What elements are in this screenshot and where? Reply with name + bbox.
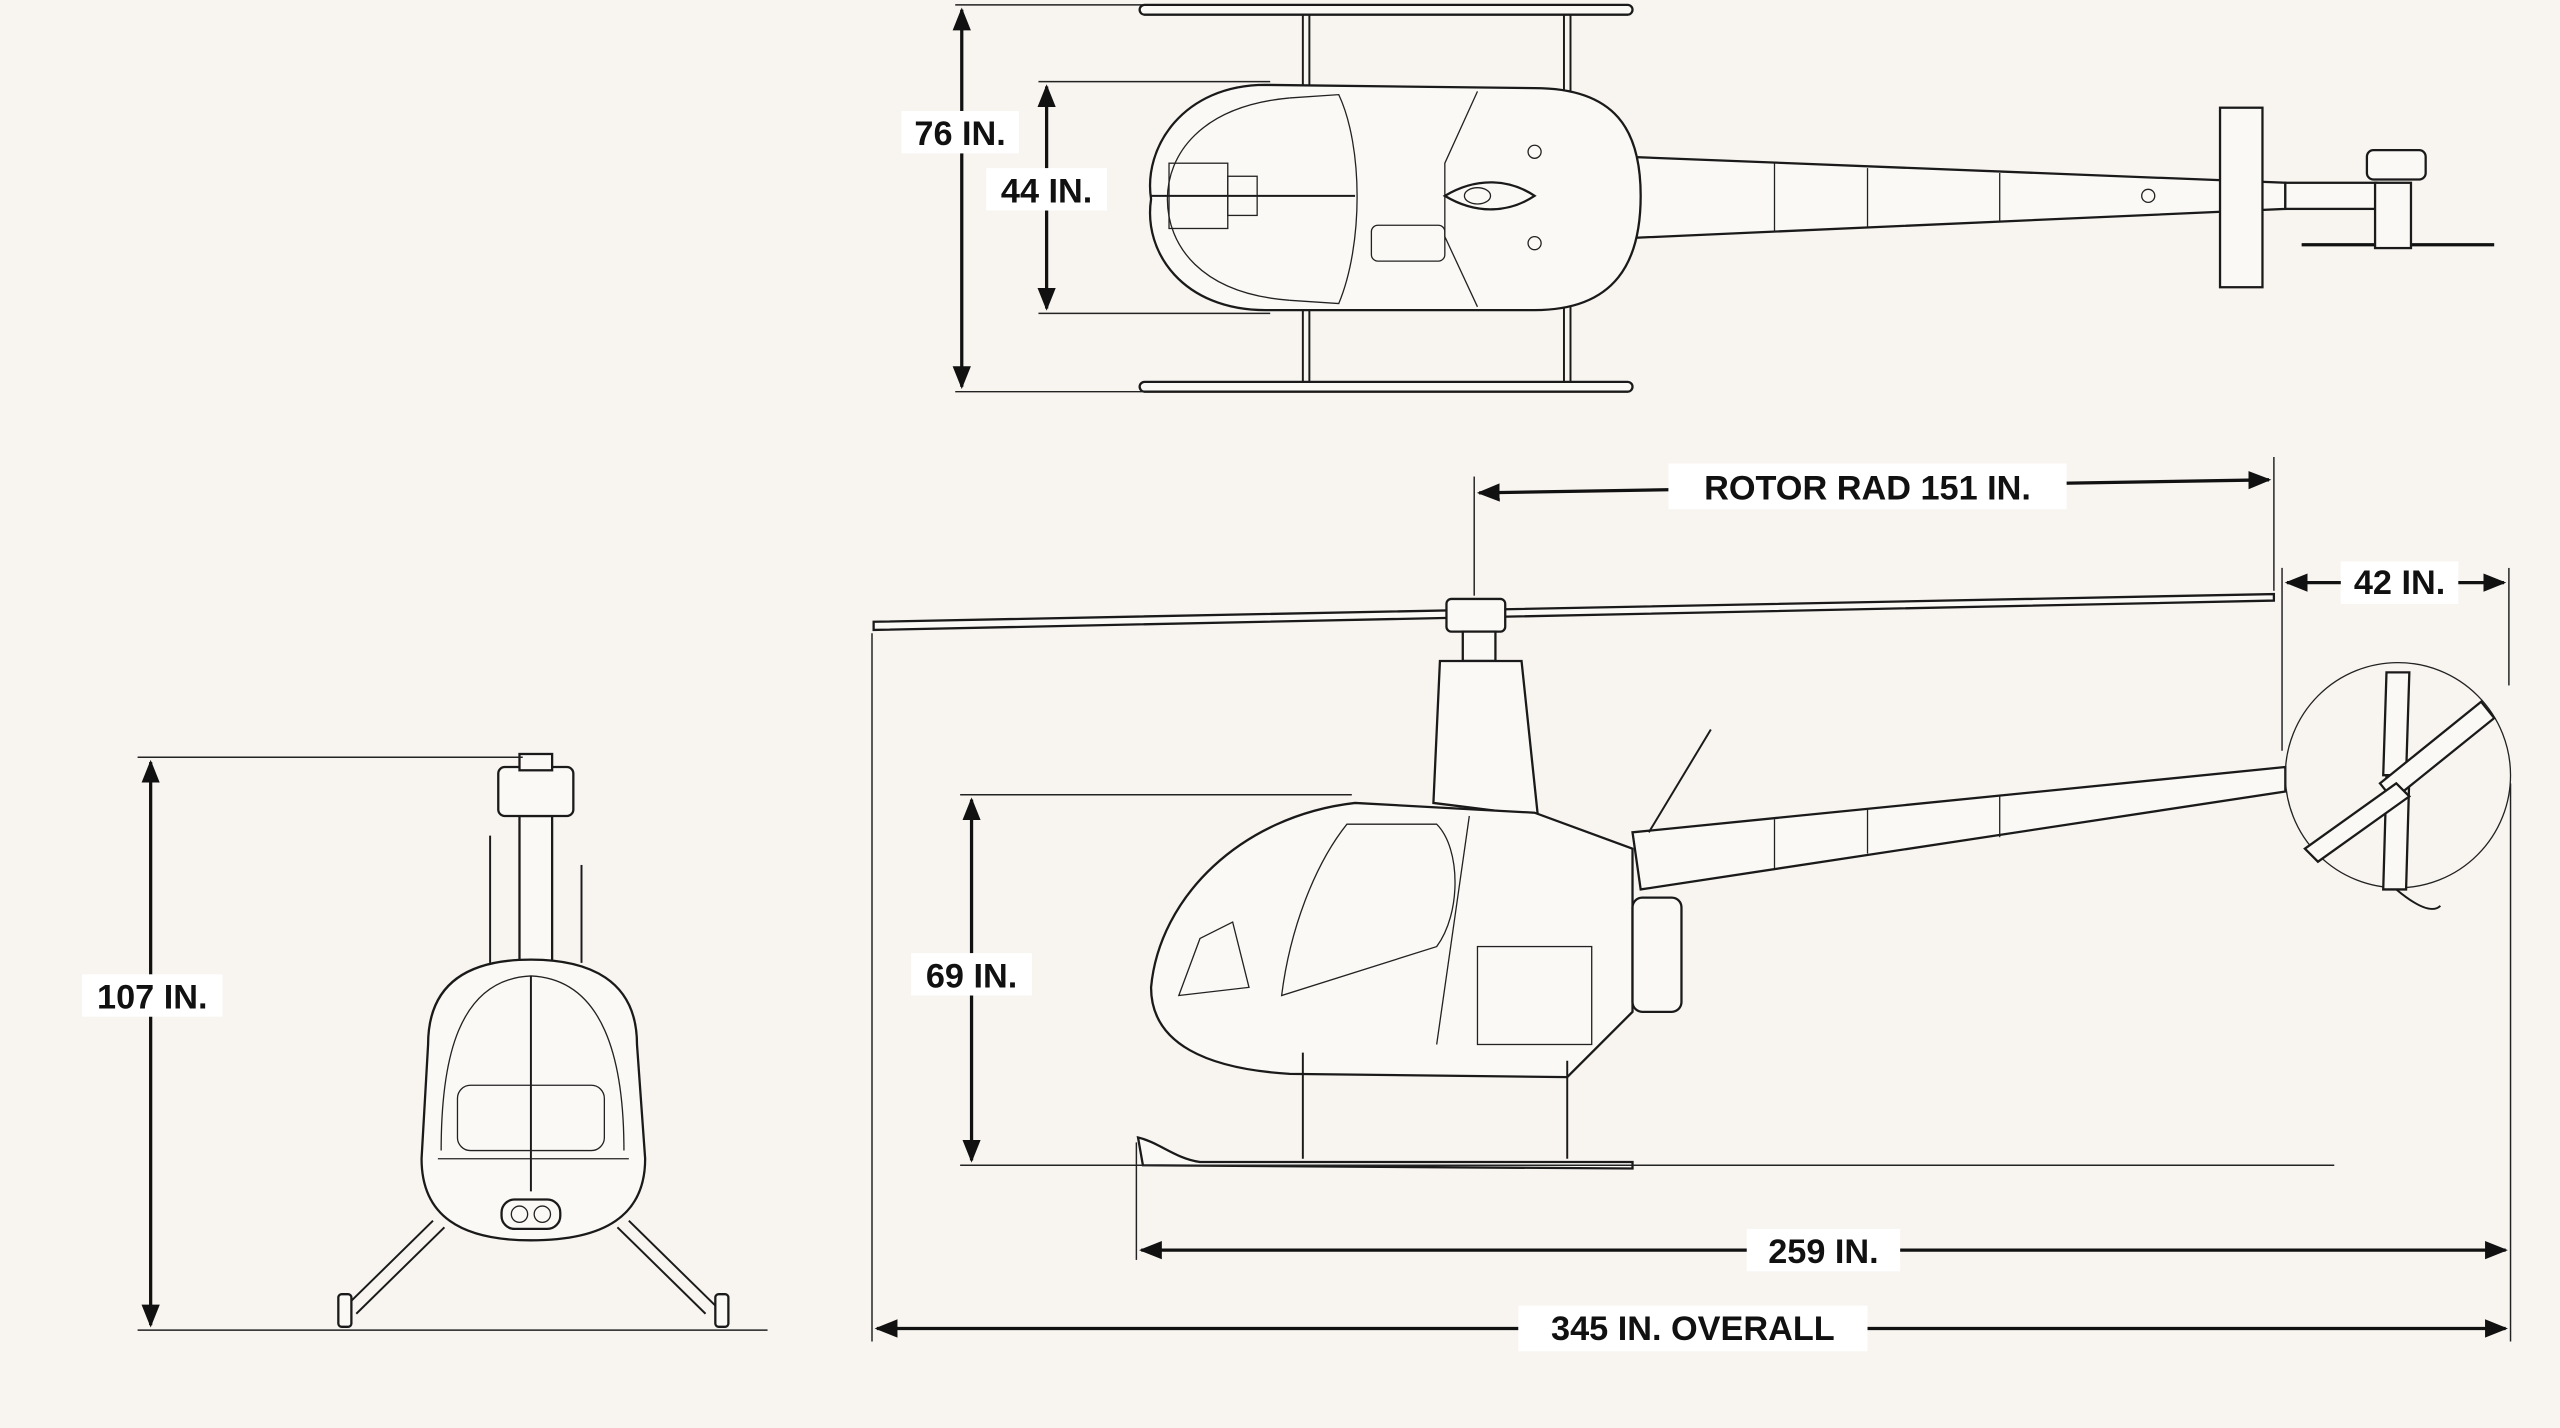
rotor-radius-label: ROTOR RAD 151 IN.	[1704, 469, 2031, 507]
dim-76-label: 76 IN.	[914, 115, 1005, 153]
side-view-dimensions: ROTOR RAD 151 IN. 42 IN. 69 IN. 259 IN. …	[871, 456, 2512, 1352]
front-view	[337, 752, 730, 1328]
front-view-dimensions: 107 IN.	[82, 756, 768, 1331]
stabilizer	[2218, 106, 2264, 289]
canopy-front	[420, 958, 647, 1242]
dim-107-label: 107 IN.	[97, 979, 207, 1017]
overall-length-label: 345 IN. OVERALL	[1551, 1310, 1835, 1348]
tail-boom-top	[1623, 155, 2287, 240]
top-view-dimensions: 76 IN. 44 IN.	[901, 4, 1271, 393]
side-view	[872, 592, 2512, 1170]
main-rotor-blade	[872, 592, 2276, 632]
skid-side	[1136, 1136, 1634, 1170]
dim-42-label: 42 IN.	[2354, 564, 2445, 602]
cabin-side	[1149, 801, 1634, 1079]
skid-bottom	[1138, 380, 1634, 393]
dim-69-label: 69 IN.	[926, 957, 1017, 995]
dim-44-label: 44 IN.	[1001, 172, 1092, 210]
dim-259-label: 259 IN.	[1768, 1233, 1878, 1271]
fuselage-top	[1148, 83, 1642, 312]
top-view	[1138, 3, 2495, 393]
skid-top	[1138, 3, 1634, 16]
tail-boom-side	[1631, 765, 2287, 891]
